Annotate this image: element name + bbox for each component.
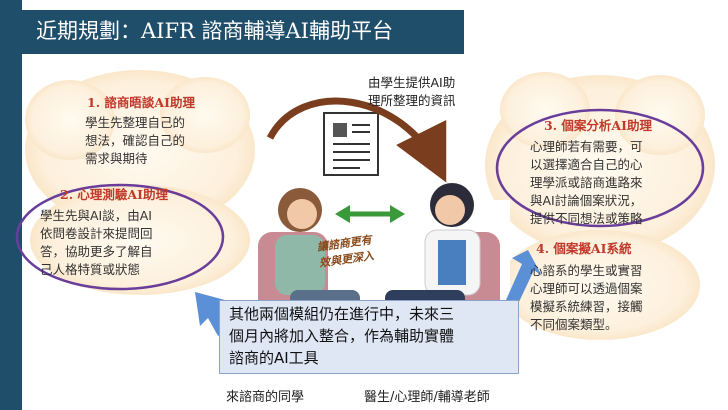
highlight-ring-left: [15, 183, 225, 291]
source-note: 由學生提供AI助 理所整理的資訊: [368, 74, 456, 110]
note-callout-box: [219, 300, 519, 374]
bubble4-body: 心諮系的學生或實習 心理師可以透過個案 模擬系統練習，接觸 不同個案類型。: [530, 262, 643, 334]
bubble1-heading: 1. 諮商晤談AI助理: [87, 95, 195, 110]
note-callout-text: 其他兩個模組仍在進行中，未來三 個月內將加入整合，作為輔助實體 諮商的AI工具: [229, 303, 513, 369]
bubble3-line: 理學派或諮商進路來: [530, 175, 643, 190]
bubble4-line: 不同個案類型。: [530, 317, 618, 332]
source-note-line: 理所整理的資訊: [368, 93, 456, 108]
bubble1-line: 需求與期待: [85, 151, 148, 166]
bubble2-line: 答，協助更多了解自: [40, 244, 153, 259]
note-callout-line: 其他兩個模組仍在進行中，未來三: [229, 305, 455, 323]
bubble4-line: 心諮系的學生或實習: [530, 263, 643, 278]
bubble2-line: 學生先與AI談，由AI: [40, 208, 152, 223]
bubble2-heading: 2. 心理測驗AI助理: [60, 187, 168, 202]
double-arrow-icon: [335, 205, 405, 223]
bubble2-line: 依問卷設計來提問回: [40, 226, 153, 241]
bubble3-line: 與AI討論個案狀況，: [530, 193, 643, 208]
bubble3-line: 提供不同想法或策略: [530, 211, 643, 226]
left-accent-bar: [0, 0, 22, 410]
bubble2-line: 己人格特質或狀態: [40, 262, 141, 277]
note-callout-line: 諮商的AI工具: [229, 349, 319, 367]
blue-arrow-right-icon: [506, 250, 542, 304]
counselor-label: 醫生/心理師/輔導老師: [364, 390, 490, 405]
bubble3-heading: 3. 個案分析AI助理: [544, 118, 652, 133]
bubble1-line: 學生先整理自己的: [85, 115, 186, 130]
document-icon: [323, 112, 379, 176]
bubble3-body: 心理師若有需要，可 以選擇適合自己的心 理學派或諮商進路來 與AI討論個案狀況，…: [530, 138, 643, 228]
title-band: [22, 10, 464, 54]
bubble1-body: 學生先整理自己的 想法，確認自己的 需求與期待: [85, 114, 185, 168]
source-note-line: 由學生提供AI助: [368, 75, 456, 90]
note-callout-line: 個月內將加入整合，作為輔助實體: [229, 327, 455, 345]
bubble3-line: 心理師若有需要，可: [530, 139, 643, 154]
bubble4-heading: 4. 個案擬AI系統: [536, 241, 632, 256]
cloud-bubble-left: [25, 70, 255, 295]
bubble1-line: 想法，確認自己的: [85, 133, 186, 148]
highlight-ring-right: [495, 108, 705, 228]
slide-title: 近期規劃：AIFR 諮商輔導AI輔助平台: [36, 19, 393, 43]
student-label: 來諮商的同學: [226, 390, 305, 405]
curved-arrow-icon: [266, 97, 447, 183]
bubble3-line: 以選擇適合自己的心: [530, 157, 643, 172]
bubble4-line: 模擬系統練習，接觸: [530, 299, 643, 314]
bubble4-line: 心理師可以透過個案: [530, 281, 643, 296]
bubble2-body: 學生先與AI談，由AI 依問卷設計來提問回 答，協助更多了解自 己人格特質或狀態: [40, 207, 153, 279]
